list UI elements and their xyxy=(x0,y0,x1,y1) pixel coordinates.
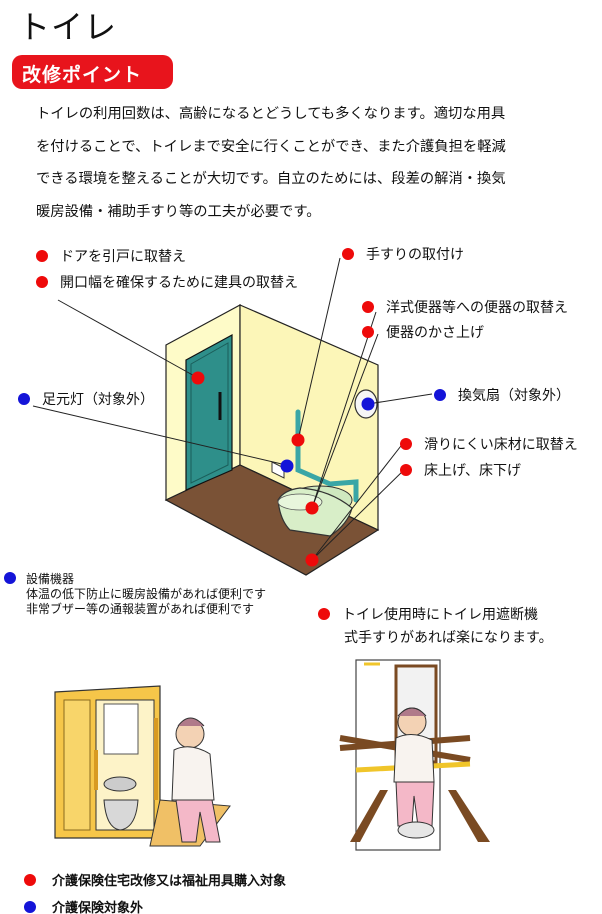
label-handrail: 手すりの取付け xyxy=(342,244,464,264)
label-door-sliding: ドアを引戸に取替え xyxy=(36,246,186,266)
label-floor-raise: 床上げ、床下げ xyxy=(400,460,521,480)
foot-light-fixture xyxy=(271,461,285,479)
marker-toilet xyxy=(305,501,319,515)
equipment-heading: 設備機器 xyxy=(4,572,266,587)
marker-foot-light xyxy=(280,459,294,473)
elderly-person-standing xyxy=(171,717,221,843)
equipment-line: 非常ブザー等の通報装置があれば便利です xyxy=(26,602,255,616)
blue-bullet-icon xyxy=(4,572,16,584)
blue-bullet-icon xyxy=(18,393,30,405)
intro-line: を付けることで、トイレまで安全に行くことができ、また介護負担を軽減 xyxy=(36,138,506,155)
marker-fan xyxy=(361,397,375,411)
red-bullet-icon xyxy=(342,248,354,260)
equipment-line: 体温の低下防止に暖房設備があれば便利です xyxy=(26,587,267,601)
blue-bullet-icon xyxy=(434,389,446,401)
label-toilet-raise: 便器のかさ上げ xyxy=(362,322,484,342)
red-bullet-icon xyxy=(24,874,36,886)
handrail xyxy=(295,409,359,503)
legend-red: 介護保険住宅改修又は福祉用具購入対象 xyxy=(24,870,286,889)
intro-text: トイレの利用回数は、高齢になるとどうしても多くなります。適切な用具 を付けること… xyxy=(36,98,576,228)
label-floor-nonslip: 滑りにくい床材に取替え xyxy=(400,434,578,454)
label-door-width: 開口幅を確保するために建具の取替え xyxy=(36,272,298,292)
blue-bullet-icon xyxy=(24,901,36,913)
barrier-note-line1: トイレ使用時にトイレ用遮断機 xyxy=(318,604,538,624)
barrier-handrail-illustration xyxy=(339,659,490,851)
section-badge: 改修ポイント xyxy=(12,55,173,89)
barrier-note-line2: 式手すりがあれば楽になります。 xyxy=(344,630,553,646)
label-foot-light: 足元灯（対象外） xyxy=(18,389,154,409)
red-bullet-icon xyxy=(318,608,330,620)
red-bullet-icon xyxy=(36,276,48,288)
legend-blue: 介護保険対象外 xyxy=(24,897,143,914)
intro-line: できる環境を整えることが大切です。自立のためには、段差の解消・換気 xyxy=(36,171,506,187)
page-title: トイレ xyxy=(18,8,118,46)
equipment-note: 設備機器 体温の低下防止に暖房設備があれば便利です 非常ブザー等の通報装置があれ… xyxy=(4,572,266,617)
red-bullet-icon xyxy=(36,250,48,262)
red-bullet-icon xyxy=(362,326,374,338)
label-toilet-replace: 洋式便器等への便器の取替え xyxy=(362,297,568,317)
marker-handrail xyxy=(291,433,305,447)
red-bullet-icon xyxy=(400,438,412,450)
red-bullet-icon xyxy=(362,301,374,313)
marker-floor xyxy=(305,553,319,567)
marker-door xyxy=(191,371,205,385)
intro-line: トイレの利用回数は、高齢になるとどうしても多くなります。適切な用具 xyxy=(36,106,506,122)
red-bullet-icon xyxy=(400,464,412,476)
intro-line: 暖房設備・補助手すり等の工夫が必要です。 xyxy=(36,203,321,220)
label-fan: 換気扇（対象外） xyxy=(434,385,570,405)
